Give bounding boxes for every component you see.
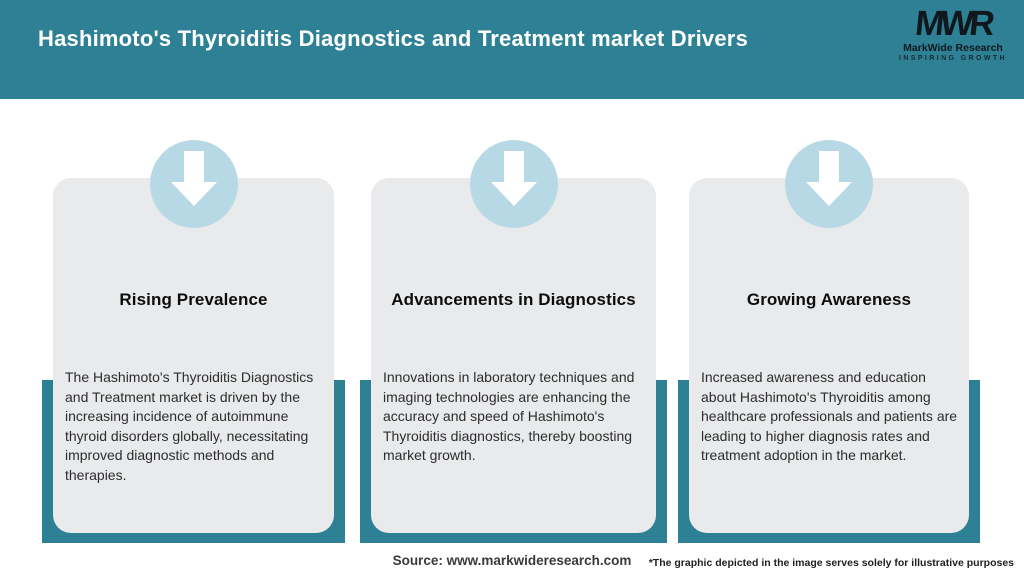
driver-card: Rising Prevalence The Hashimoto's Thyroi… (53, 178, 334, 533)
markwide-research-logo: MWR MarkWide Research INSPIRING GROWTH (898, 4, 1008, 64)
driver-card-group-rising-prevalence: Rising Prevalence The Hashimoto's Thyroi… (42, 140, 345, 543)
logo-tagline: INSPIRING GROWTH (898, 55, 1007, 62)
source-attribution: Source: www.markwideresearch.com (392, 553, 632, 568)
arrow-down-icon (470, 138, 558, 231)
card-body-text: Increased awareness and education about … (701, 369, 958, 463)
circle-badge (149, 138, 238, 231)
circle-badge (785, 140, 873, 228)
card-title: Advancements in Diagnostics (391, 290, 636, 309)
logo-company-name: MarkWide Research (903, 42, 1003, 54)
logo-monogram-mwr: MWR (913, 4, 993, 43)
page-title: Hashimoto's Thyroiditis Diagnostics and … (38, 26, 748, 51)
driver-card-group-advancements-in-diagnostics: Advancements in Diagnostics Innovations … (360, 140, 667, 543)
card-body-text: The Hashimoto's Thyroiditis Diagnostics … (65, 369, 314, 483)
card-title: Growing Awareness (746, 290, 912, 309)
arrow-down-icon (785, 138, 873, 231)
driver-card-group-growing-awareness: Growing Awareness Increased awareness an… (678, 140, 980, 543)
header-bar: Hashimoto's Thyroiditis Diagnostics and … (0, 0, 1024, 99)
arrow-down-icon (150, 138, 238, 231)
circle-badge (469, 138, 558, 231)
driver-card: Advancements in Diagnostics Innovations … (371, 178, 656, 533)
driver-card: Growing Awareness Increased awareness an… (689, 178, 969, 533)
card-body-text: Innovations in laboratory techniques and… (383, 369, 635, 463)
illustrative-disclaimer: *The graphic depicted in the image serve… (648, 557, 1014, 569)
card-title: Rising Prevalence (119, 290, 268, 309)
